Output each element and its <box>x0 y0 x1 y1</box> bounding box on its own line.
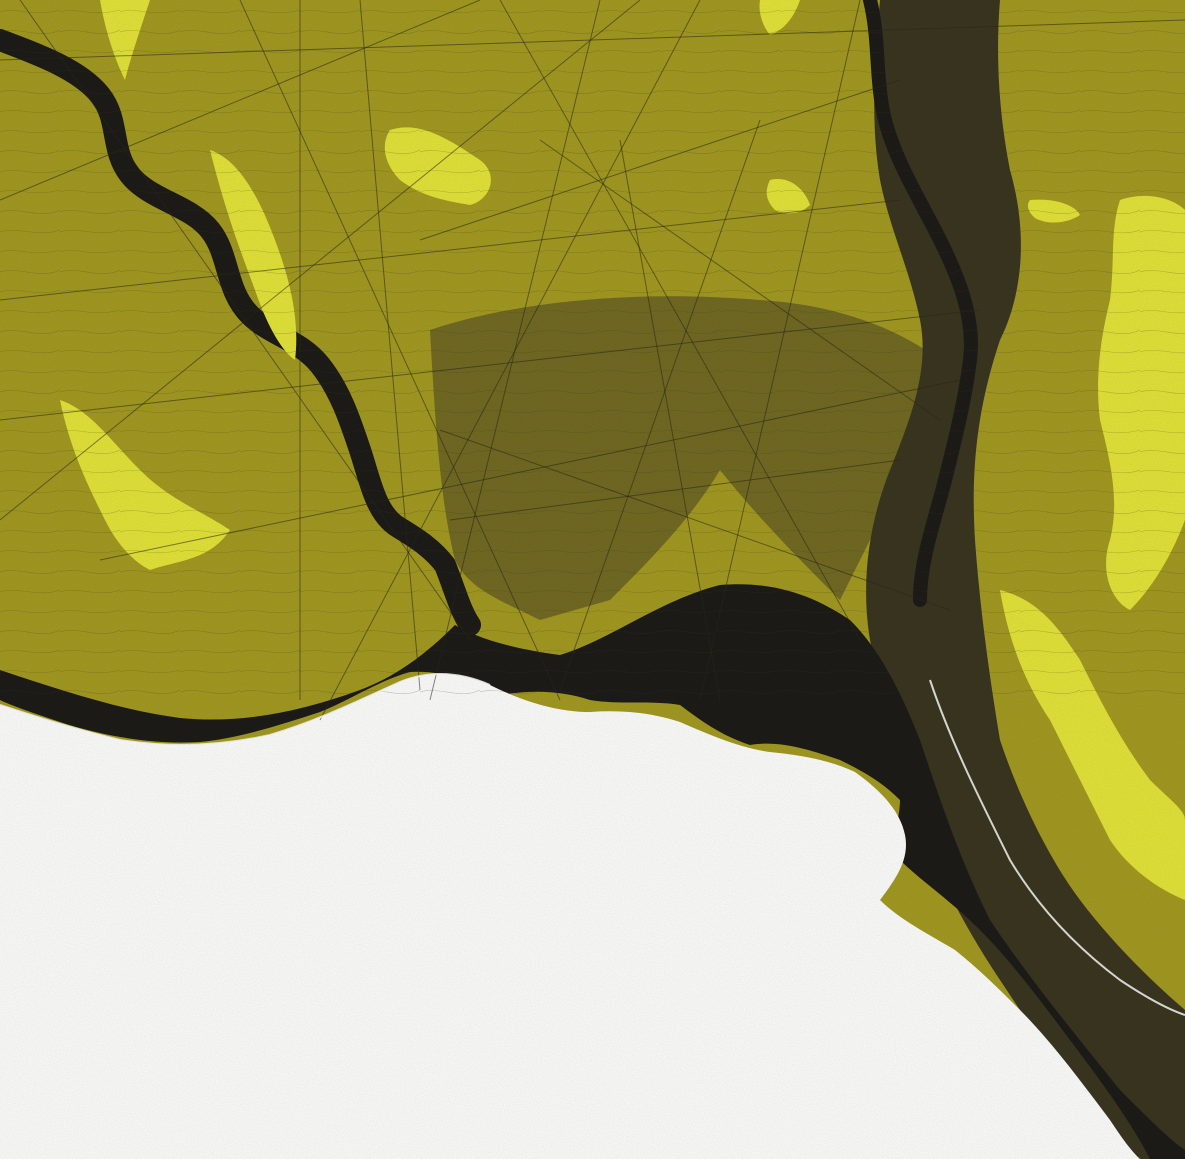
map-canvas <box>0 0 1185 1159</box>
paper-grain <box>0 0 1185 1159</box>
terrain-map <box>0 0 1185 1159</box>
